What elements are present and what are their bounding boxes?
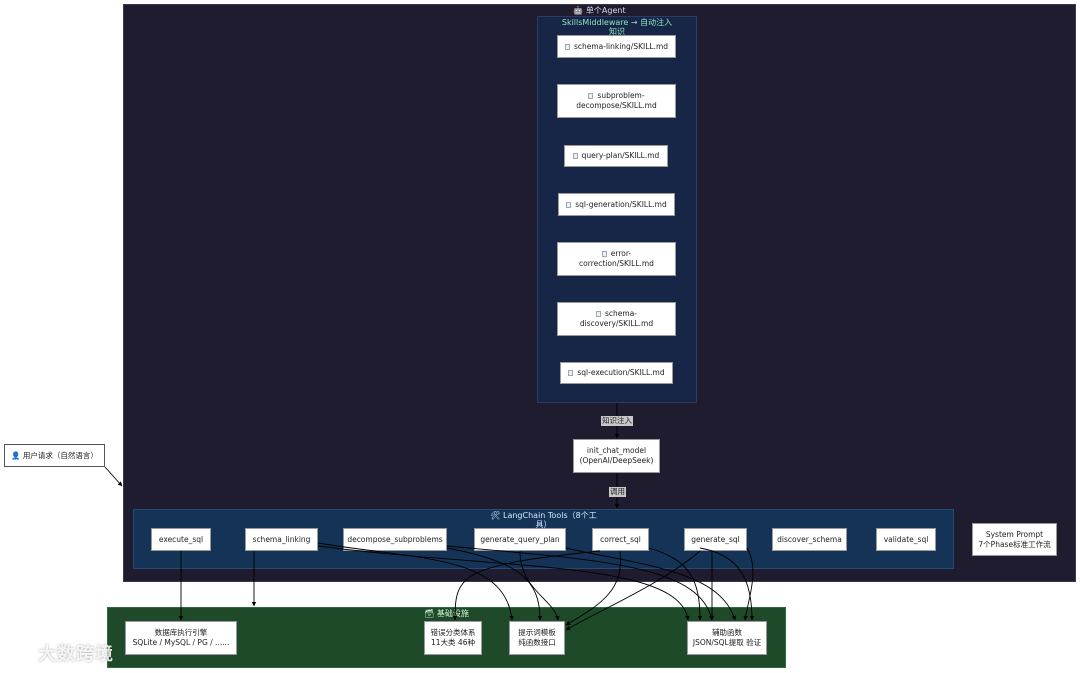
skills-title-line2: 知识 — [609, 27, 625, 36]
tool-node-generate-query-plan[interactable]: generate_query_plan — [474, 528, 566, 551]
tool-node-validate-sql[interactable]: validate_sql — [876, 528, 936, 551]
user-request-node[interactable]: 👤 用户请求（自然语言） — [4, 444, 105, 467]
skill-node-query-plan[interactable]: query-plan/SKILL.md — [564, 145, 668, 167]
watermark: 大数跨境 — [8, 640, 114, 666]
infra-title: 🗃 基础设施 — [424, 609, 469, 618]
infra-node-db-engine[interactable]: 数据库执行引擎 SQLite / MySQL / PG / ...... — [125, 621, 237, 655]
skill-node-sql-generation[interactable]: sql-generation/SKILL.md — [558, 193, 675, 216]
skill-node-sql-execution[interactable]: sql-execution/SKILL.md — [560, 362, 673, 384]
tool-node-correct-sql[interactable]: correct_sql — [592, 528, 649, 551]
infra-node-helpers[interactable]: 辅助函数 JSON/SQL提取 验证 — [687, 621, 767, 655]
tool-node-discover-schema[interactable]: discover_schema — [772, 528, 847, 551]
skill-node-subproblem-decompose[interactable]: subproblem- decompose/SKILL.md — [557, 84, 676, 118]
document-icon — [572, 153, 578, 159]
infra-node-prompt-template[interactable]: 提示词模板 纯函数接口 — [509, 621, 565, 655]
system-prompt-node[interactable]: System Prompt 7个Phase标准工作流 — [972, 523, 1057, 556]
document-icon — [566, 201, 572, 208]
tool-node-schema-linking[interactable]: schema_linking — [245, 528, 318, 551]
tools-title-line2: 具） — [535, 520, 552, 529]
skill-node-error-correction[interactable]: error- correction/SKILL.md — [557, 242, 676, 276]
edge-label-knowledge-inject: 知识注入 — [601, 416, 633, 426]
skill-node-schema-discovery[interactable]: schema- discovery/SKILL.md — [557, 302, 676, 336]
document-icon — [595, 311, 601, 317]
edge-user-to-agent — [104, 466, 123, 487]
infra-node-error-taxonomy[interactable]: 错误分类体系 11大类 46种 — [424, 621, 482, 655]
agent-title: 🤖 单个Agent — [573, 6, 626, 15]
document-icon — [601, 251, 607, 257]
chat-model-node[interactable]: init_chat_model (OpenAI/DeepSeek) — [573, 439, 660, 473]
skill-node-schema-linking[interactable]: schema-linking/SKILL.md — [557, 35, 676, 58]
tools-title-line1: 🛠 LangChain Tools（8个工 — [490, 511, 597, 520]
document-icon — [588, 93, 594, 99]
skills-title-line1: SkillsMiddleware → 自动注入 — [561, 18, 673, 27]
tool-node-decompose-subproblems[interactable]: decompose_subproblems — [343, 528, 447, 551]
document-icon — [568, 370, 574, 376]
user-icon: 👤 — [11, 450, 21, 460]
document-icon — [564, 43, 570, 50]
watermark-logo-icon — [8, 643, 32, 663]
tool-node-execute-sql[interactable]: execute_sql — [151, 528, 211, 551]
edge-label-invoke: 调用 — [609, 487, 626, 497]
tool-node-generate-sql[interactable]: generate_sql — [684, 528, 747, 551]
